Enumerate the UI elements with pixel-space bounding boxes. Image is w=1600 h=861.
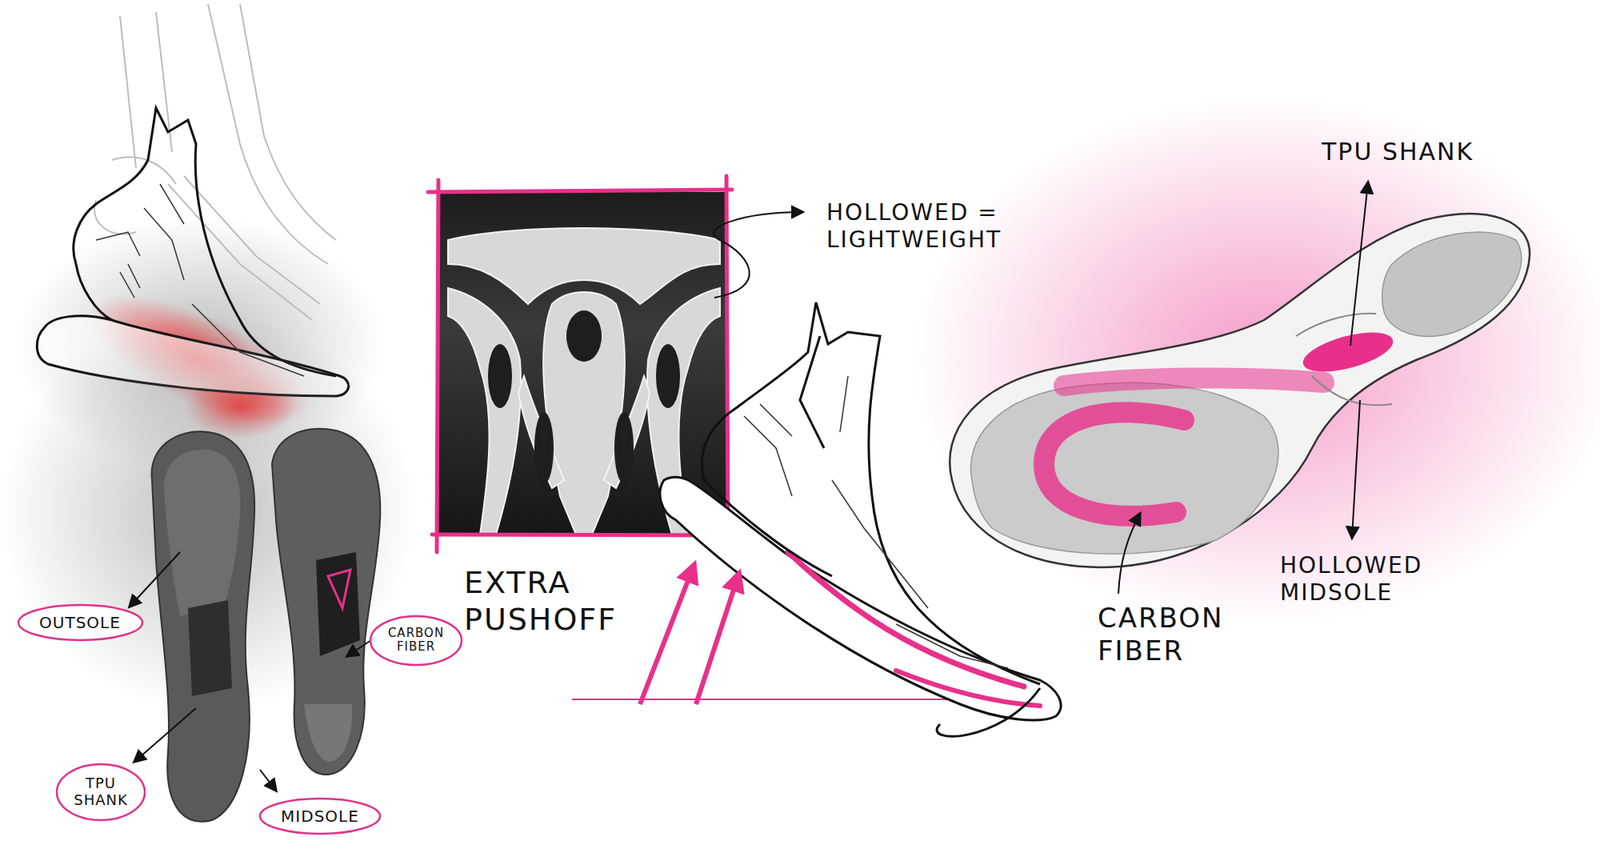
part-label: MIDSOLE bbox=[280, 807, 360, 826]
annotation-text: EXTRA PUSHOFF bbox=[464, 564, 617, 638]
part-label: TPU SHANK bbox=[73, 775, 128, 808]
annotation-text: TPU SHANK bbox=[1321, 137, 1474, 167]
annotation-text: CARBON FIBER bbox=[1097, 601, 1224, 668]
part-label: OUTSOLE bbox=[39, 613, 121, 632]
annotation-text: HOLLOWED = LIGHTWEIGHT bbox=[826, 199, 1002, 253]
label-ellipse: TPU SHANK bbox=[55, 762, 147, 822]
label-ellipse: OUTSOLE bbox=[16, 603, 144, 642]
label-ellipse: MIDSOLE bbox=[258, 796, 382, 836]
part-label: CARBON FIBER bbox=[388, 626, 444, 655]
label-ellipse: CARBON FIBER bbox=[368, 614, 464, 667]
annotation-text: HOLLOWED MIDSOLE bbox=[1280, 552, 1423, 606]
